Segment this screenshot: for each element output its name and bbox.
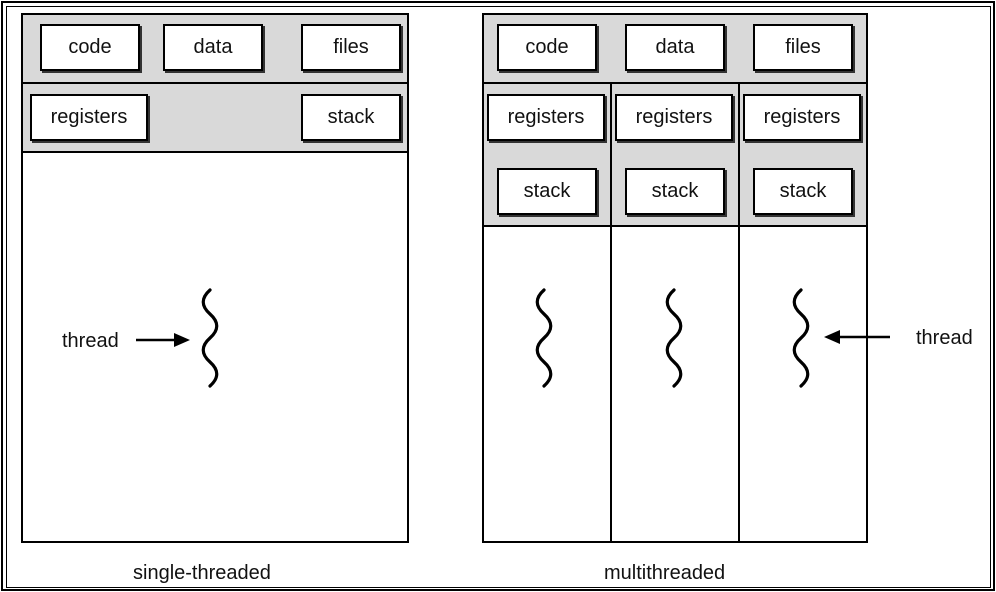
multi-code-box: code [497, 24, 597, 71]
thread-squiggle-icon [665, 288, 683, 388]
multi-divider-shared [484, 82, 866, 84]
single-code-label: code [68, 36, 112, 58]
single-code-box: code [40, 24, 140, 71]
multi-data-box: data [625, 24, 725, 71]
multi-registers-box-2: registers [615, 94, 733, 141]
single-files-box: files [301, 24, 401, 71]
single-thread-label: thread [62, 330, 119, 352]
multi-data-label: data [655, 36, 695, 58]
single-files-label: files [333, 36, 369, 58]
multi-registers-label-2: registers [635, 106, 713, 128]
multithreaded-caption: multithreaded [604, 562, 726, 584]
thread-squiggle-icon [201, 288, 219, 388]
multi-stack-box-1: stack [497, 168, 597, 215]
multi-divider-threads [484, 225, 866, 227]
multi-stack-box-3: stack [753, 168, 853, 215]
arrow-left-icon [824, 330, 890, 344]
multi-files-box: files [753, 24, 853, 71]
multi-thread-label: thread [916, 327, 973, 349]
multi-registers-label-3: registers [763, 106, 841, 128]
single-threaded-caption: single-threaded [133, 562, 271, 584]
multi-registers-box-1: registers [487, 94, 605, 141]
single-divider-thread [23, 151, 407, 153]
single-stack-box: stack [301, 94, 401, 141]
multi-thread-divider-1 [610, 83, 612, 541]
multi-thread-divider-2 [738, 83, 740, 541]
multi-stack-label-1: stack [523, 180, 571, 202]
thread-squiggle-icon [535, 288, 553, 388]
figure-inner-frame [6, 6, 991, 588]
single-registers-box: registers [30, 94, 148, 141]
single-divider-shared [23, 82, 407, 84]
thread-squiggle-icon [792, 288, 810, 388]
single-data-label: data [193, 36, 233, 58]
single-data-box: data [163, 24, 263, 71]
multi-files-label: files [785, 36, 821, 58]
arrow-right-icon [136, 333, 190, 347]
multi-registers-label-1: registers [507, 106, 585, 128]
multi-registers-box-3: registers [743, 94, 861, 141]
multi-stack-label-2: stack [651, 180, 699, 202]
multi-stack-box-2: stack [625, 168, 725, 215]
multi-code-label: code [525, 36, 569, 58]
single-registers-label: registers [50, 106, 128, 128]
multi-stack-label-3: stack [779, 180, 827, 202]
single-stack-label: stack [327, 106, 375, 128]
